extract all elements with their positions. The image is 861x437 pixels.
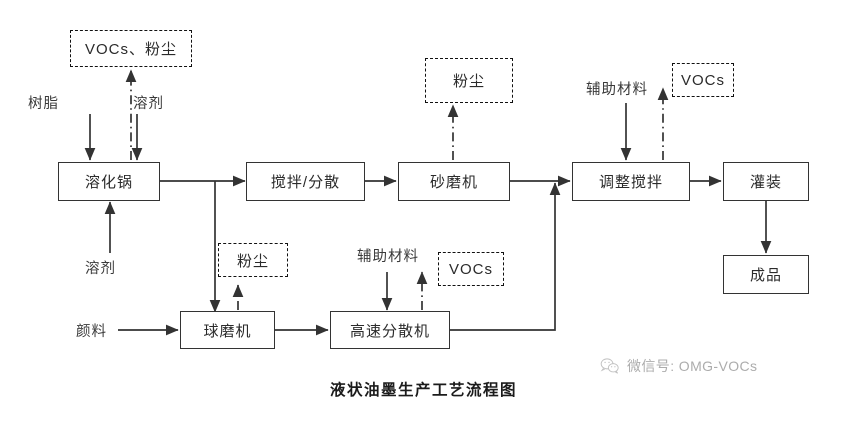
diagram-title: 液状油墨生产工艺流程图 bbox=[330, 382, 518, 399]
input-label-resin: 树脂 bbox=[28, 96, 59, 112]
wechat-icon bbox=[600, 358, 619, 374]
process-label: 搅拌/分散 bbox=[270, 174, 341, 191]
wire-highspeed-to-adjustmix bbox=[450, 182, 561, 331]
process-label: 调整搅拌 bbox=[598, 174, 663, 191]
process-box-product[interactable]: 成品 bbox=[723, 255, 809, 294]
input-label-aux-bottom: 辅助材料 bbox=[357, 249, 419, 265]
process-box-filling[interactable]: 灌装 bbox=[723, 162, 809, 201]
input-label-solvent-top: 溶剂 bbox=[133, 96, 164, 112]
process-box-ballmill[interactable]: 球磨机 bbox=[180, 311, 275, 349]
emission-label: VOCs bbox=[680, 71, 725, 89]
emission-box-voc-adjustmix[interactable]: VOCs bbox=[672, 63, 734, 97]
emission-label: VOCs、粉尘 bbox=[84, 41, 177, 58]
emission-box-voc-highspeed[interactable]: VOCs bbox=[438, 252, 504, 286]
process-box-adjustmix[interactable]: 调整搅拌 bbox=[572, 162, 690, 201]
emission-label: 粉尘 bbox=[236, 252, 269, 270]
process-label: 球磨机 bbox=[203, 322, 252, 340]
process-box-highspeed[interactable]: 高速分散机 bbox=[330, 311, 450, 349]
process-label: 灌装 bbox=[749, 174, 782, 191]
process-box-melt[interactable]: 溶化锅 bbox=[58, 162, 160, 201]
process-label: 砂磨机 bbox=[429, 174, 478, 191]
process-label: 溶化锅 bbox=[84, 174, 133, 191]
input-label-solvent-bottom: 溶剂 bbox=[85, 261, 116, 277]
watermark: 微信号: OMG-VOCs bbox=[600, 356, 757, 376]
emission-box-dust-sandmill[interactable]: 粉尘 bbox=[425, 58, 513, 103]
input-label-pigment: 颜料 bbox=[76, 324, 107, 340]
process-label: 高速分散机 bbox=[349, 322, 430, 340]
emission-box-voc-dust-top[interactable]: VOCs、粉尘 bbox=[70, 30, 192, 67]
process-box-mix[interactable]: 搅拌/分散 bbox=[246, 162, 365, 201]
process-label: 成品 bbox=[749, 267, 782, 284]
input-label-aux-top: 辅助材料 bbox=[586, 82, 648, 98]
emission-label: VOCs bbox=[448, 260, 493, 278]
process-box-sandmill[interactable]: 砂磨机 bbox=[398, 162, 510, 201]
emission-label: 粉尘 bbox=[452, 73, 485, 90]
watermark-text: 微信号: OMG-VOCs bbox=[627, 358, 758, 374]
emission-box-dust-ballmill[interactable]: 粉尘 bbox=[218, 243, 288, 277]
